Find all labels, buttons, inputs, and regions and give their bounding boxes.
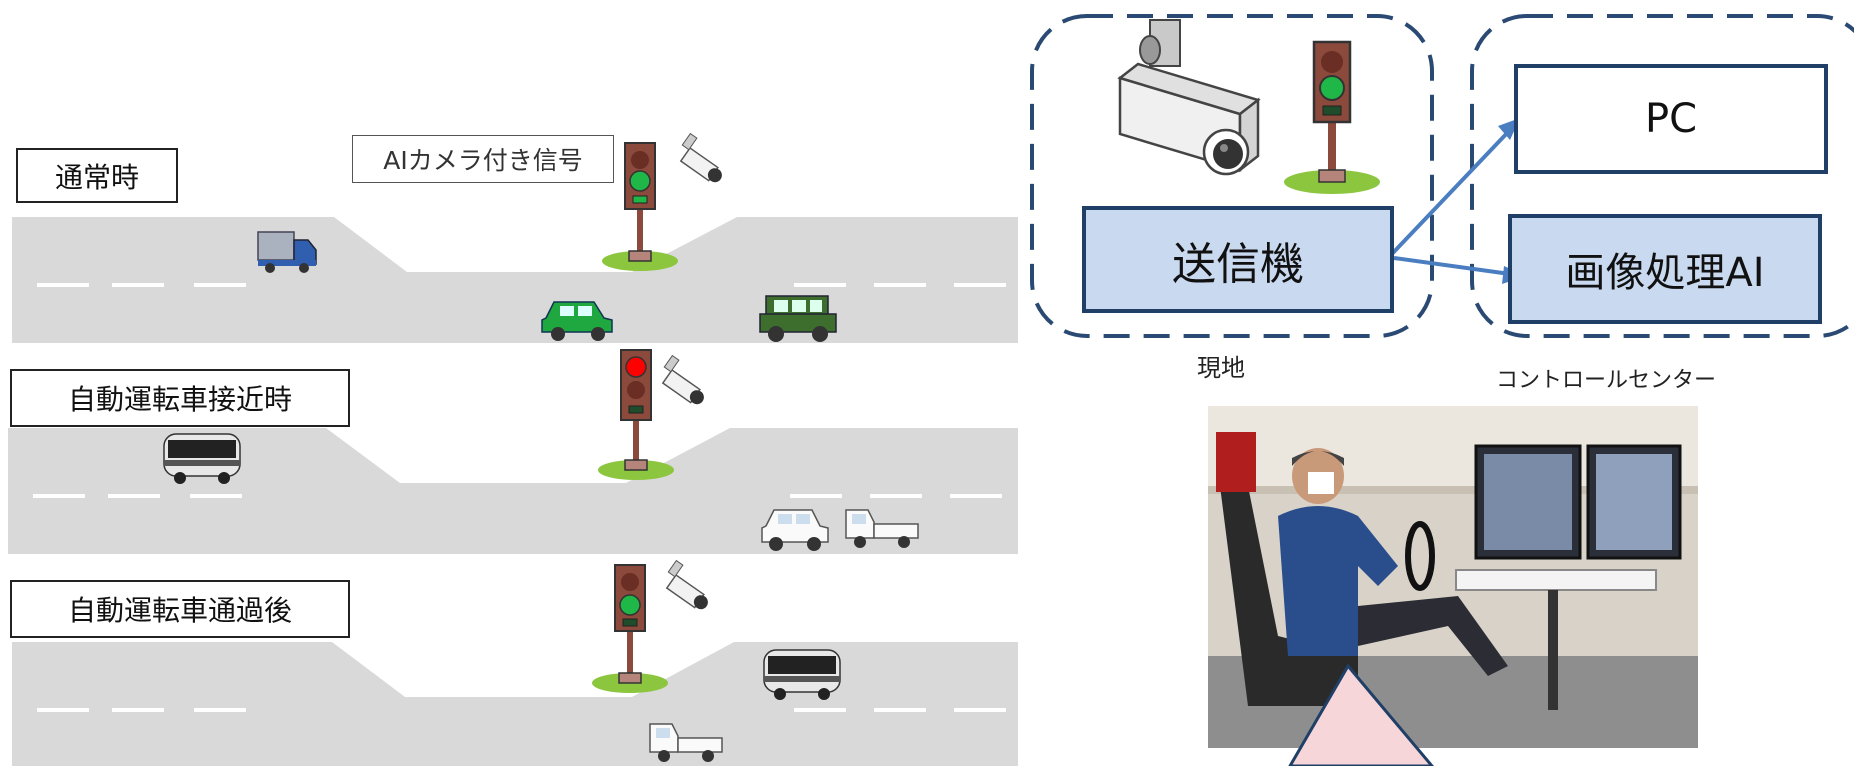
ai-camera-signal-callout: AIカメラ付き信号 <box>352 135 614 183</box>
pink-callout-shape <box>1288 663 1434 766</box>
camera-small-1-icon <box>679 132 722 183</box>
scene-label-passed: 自動運転車通過後 <box>10 580 350 638</box>
traffic-signal-1-icon <box>602 142 678 271</box>
autonomous-bus-icon <box>163 433 241 484</box>
site-caption: 現地 <box>1197 354 1245 382</box>
signal-lamp-1 <box>629 170 651 192</box>
road-scene-1 <box>12 217 1018 343</box>
center-dashed-group <box>1470 14 1854 338</box>
camera-small-3-icon <box>665 559 708 610</box>
signal-lamp-2 <box>625 356 647 378</box>
road-scenes <box>8 132 1018 766</box>
green-car-icon <box>541 301 613 341</box>
surveillance-camera-icon <box>1117 19 1261 176</box>
traffic-signal-2-icon <box>598 349 674 480</box>
traffic-signal-3-icon <box>592 564 668 693</box>
truck-icon <box>257 231 317 273</box>
site-dashed-group <box>1030 14 1434 338</box>
white-car-icon <box>761 509 829 551</box>
autonomous-bus-passed-icon <box>763 649 841 700</box>
scene-label-approaching: 自動運転車接近時 <box>10 369 350 427</box>
control-center-caption: コントロールセンター <box>1496 368 1717 393</box>
camera-small-2-icon <box>661 354 704 405</box>
jeep-icon <box>759 295 837 342</box>
pc-box: PC <box>1514 64 1828 174</box>
traffic-signal-large-icon <box>1284 40 1380 194</box>
system-diagram <box>1030 14 1854 766</box>
transmitter-box: 送信機 <box>1082 206 1394 313</box>
operator-photo <box>1208 406 1698 748</box>
signal-lamp-3 <box>619 594 641 616</box>
road-scene-3 <box>12 642 1018 766</box>
image-processing-ai-box: 画像処理AI <box>1508 214 1822 324</box>
scene-label-normal: 通常時 <box>16 148 178 203</box>
arrows <box>1388 118 1526 284</box>
road-scene-2 <box>8 428 1018 554</box>
white-truck-2-icon <box>649 723 723 762</box>
white-truck-icon <box>845 509 919 548</box>
